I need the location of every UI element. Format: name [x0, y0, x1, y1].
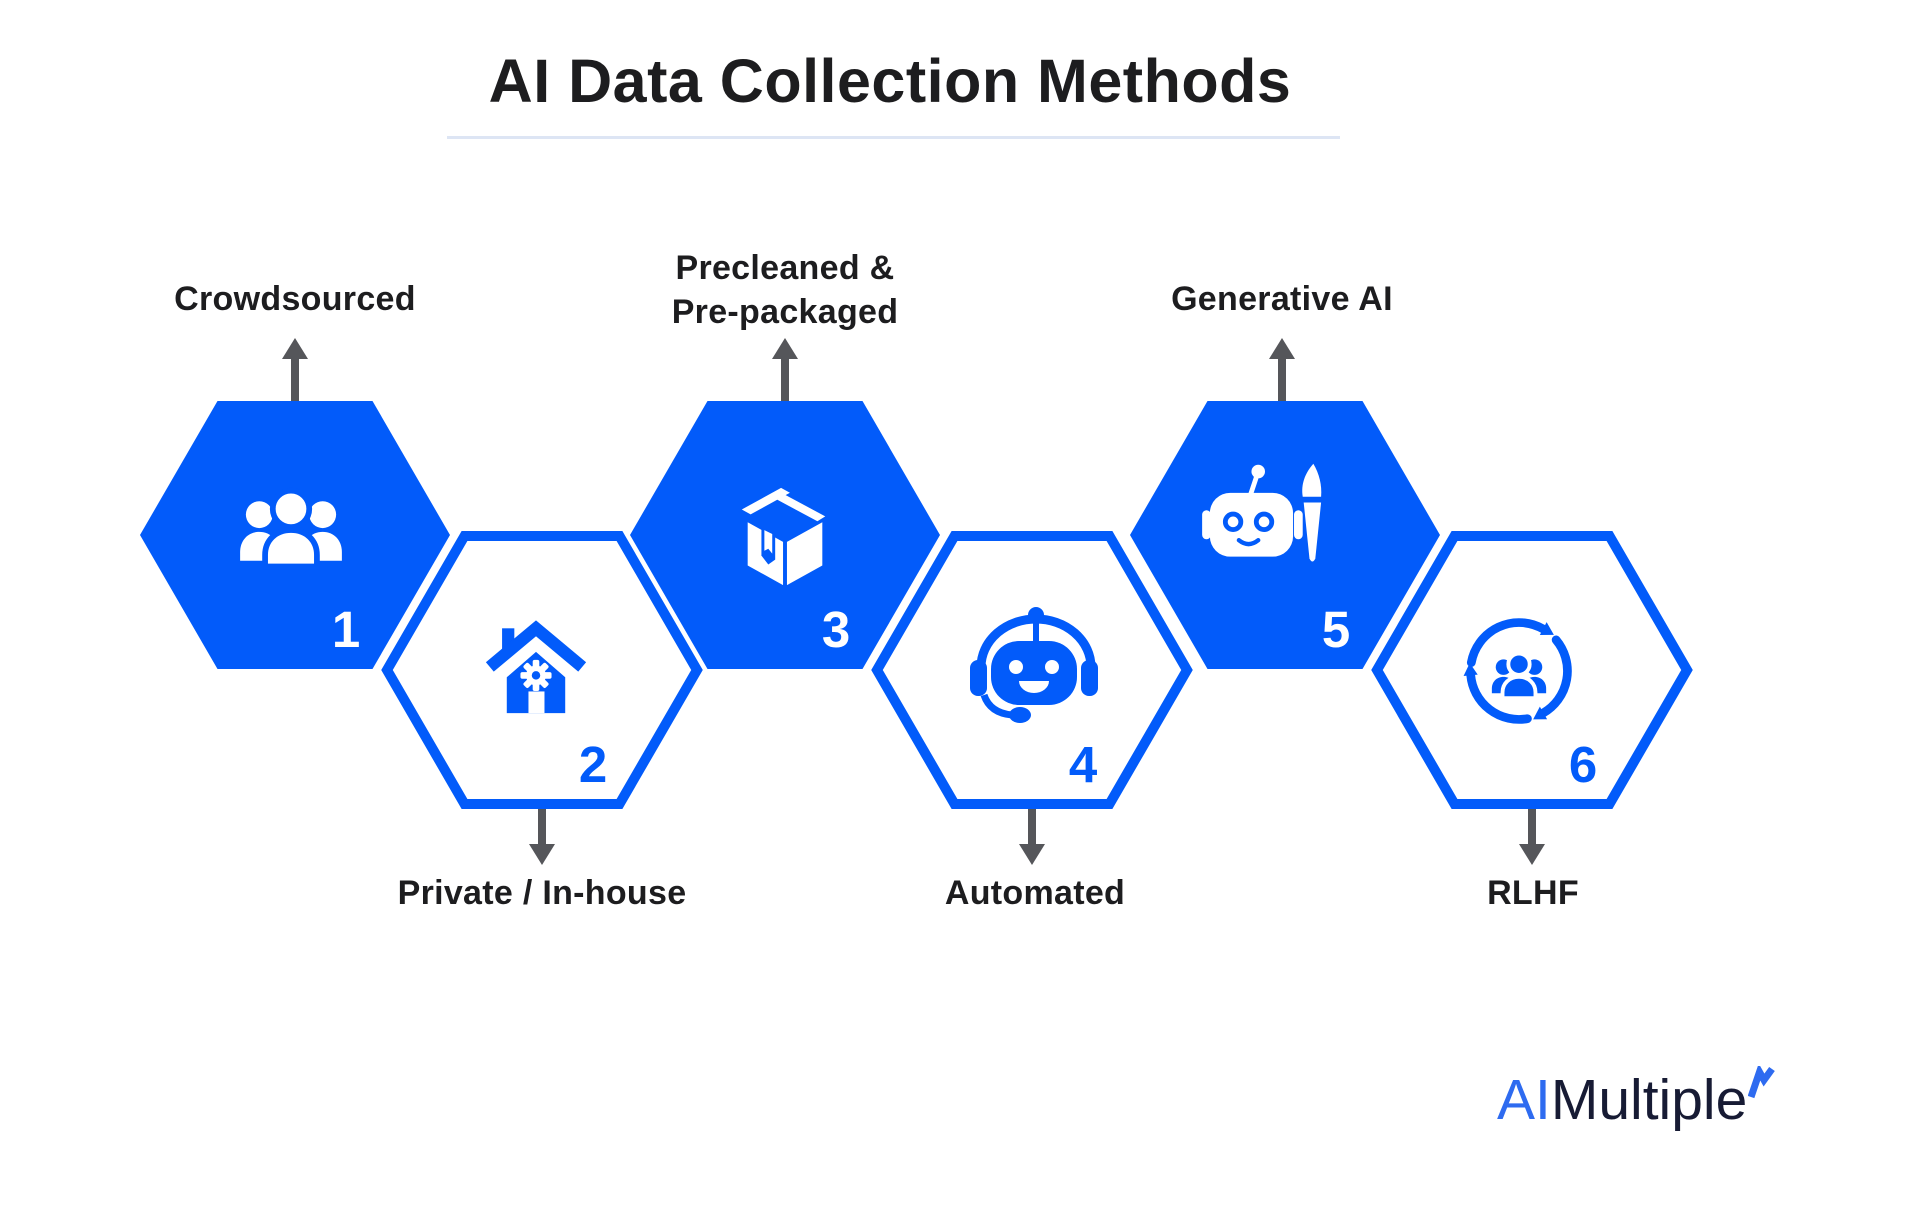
hexagon-number: 2	[578, 736, 608, 793]
hexagon-3-precleaned: 3	[630, 401, 940, 669]
down-arrow-connector-4	[1019, 805, 1045, 865]
label-line-1: Precleaned &	[675, 249, 895, 287]
house-gear-icon	[485, 620, 587, 714]
logo-text-ai: AI	[1497, 1068, 1551, 1132]
down-arrow-connector-6	[1519, 805, 1545, 865]
label-rlhf: RLHF	[1487, 874, 1579, 912]
up-arrow-connector-1	[282, 338, 308, 402]
hexagon-number: 3	[821, 601, 851, 658]
hexagon-number: 4	[1068, 736, 1098, 793]
hexagon-1-crowdsourced: 1	[140, 401, 450, 669]
hexagon-shape	[630, 401, 940, 669]
title-underline	[447, 136, 1340, 139]
hexagon-2-private-inhouse: 2	[381, 531, 703, 809]
hexagon-6-rlhf: 6	[1371, 531, 1693, 809]
up-arrow-connector-3	[772, 338, 798, 402]
robot-paintbrush-icon	[1202, 463, 1322, 562]
hexagon-number: 5	[1321, 601, 1351, 658]
down-arrow-connector-2	[529, 805, 555, 865]
page-title: AI Data Collection Methods	[488, 47, 1292, 115]
logo-spark-icon	[1748, 1066, 1776, 1099]
hexagon-4-automated: 4	[871, 531, 1193, 809]
label-generative-ai: Generative AI	[1171, 280, 1393, 318]
label-line-2: Pre-packaged	[671, 293, 899, 331]
package-box-icon	[741, 487, 826, 586]
label-automated: Automated	[944, 874, 1126, 912]
label-private-inhouse: Private / In-house	[397, 874, 687, 912]
hexagon-number: 6	[1568, 736, 1598, 793]
crowd-icon	[240, 487, 342, 570]
human-feedback-loop-icon	[1463, 618, 1572, 724]
logo-text-multiple: Multiple	[1550, 1068, 1748, 1132]
hexagon-5-generative-ai: 5	[1130, 401, 1440, 669]
label-crowdsourced: Crowdsourced	[174, 280, 416, 318]
chatbot-headset-icon	[970, 607, 1098, 723]
up-arrow-connector-5	[1269, 338, 1295, 402]
hexagon-number: 1	[331, 601, 361, 658]
label-precleaned-prepackaged: Precleaned & Pre-packaged	[575, 246, 995, 334]
